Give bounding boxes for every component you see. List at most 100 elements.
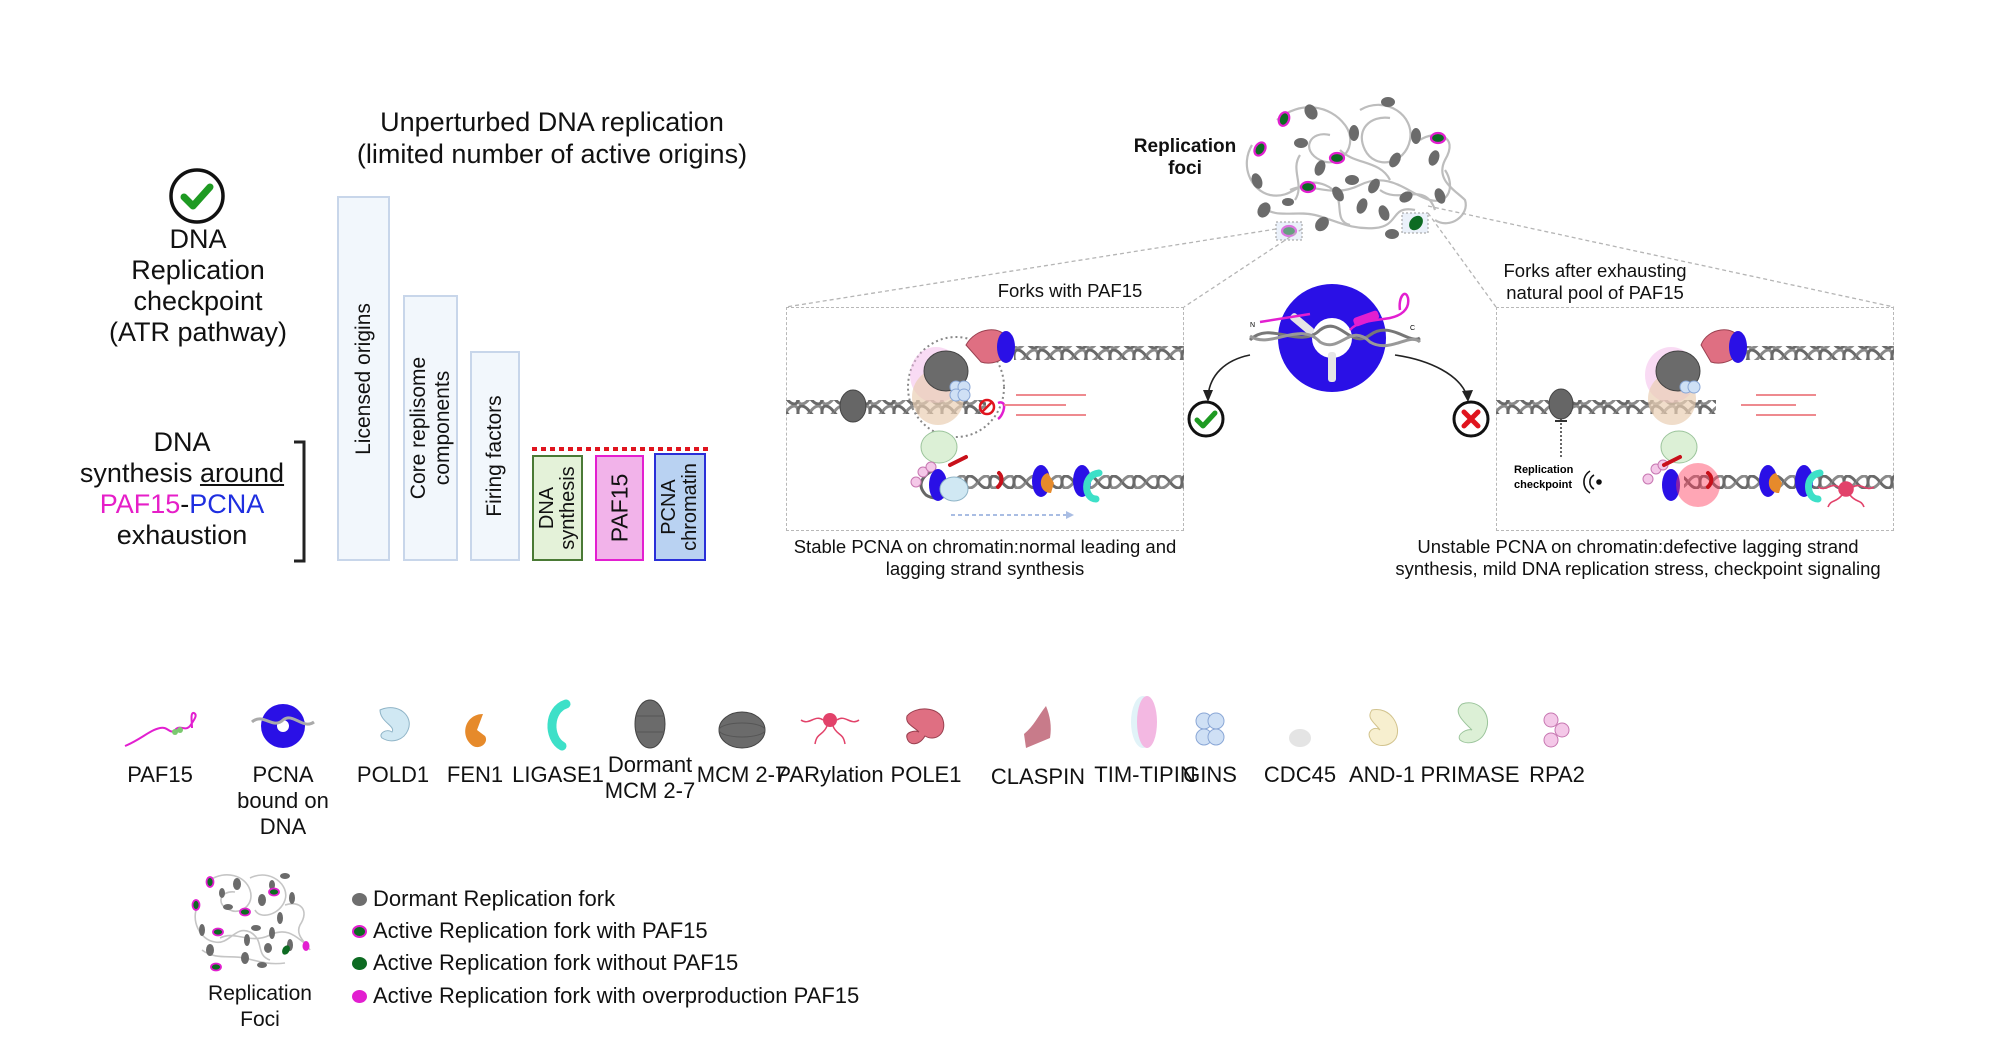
paf15-icon (100, 700, 220, 750)
legend-item-fen1: FEN1 (415, 700, 535, 788)
legend-item-cdc45: CDC45 (1240, 700, 1360, 788)
bar-label-line: DNA (535, 486, 558, 530)
pcna-icon (223, 700, 343, 750)
bar-label-line: PCNA (658, 479, 680, 535)
fork-legend-text: Active Replication fork with overproduct… (373, 983, 860, 1008)
pole1-icon (866, 700, 986, 750)
right-panel-title: Forks after exhausting natural pool of P… (1475, 260, 1715, 304)
checkpoint-line: Replication (131, 255, 265, 285)
legend-item-label: POLD1 (356, 762, 430, 787)
synthesis-text: synthesis (79, 458, 200, 488)
bar-paf15: PAF15 (595, 455, 644, 561)
caption-line: lagging strand synthesis (885, 558, 1085, 579)
foci-label-line: foci (1168, 158, 1202, 179)
title-line: Forks after exhausting (1503, 260, 1687, 281)
synthesis-line: DNA (153, 427, 211, 457)
primase (920, 430, 958, 464)
fen1-icon (415, 700, 535, 750)
legend-item-label: RPA2 (1529, 762, 1585, 787)
x-circle-icon (1452, 400, 1490, 438)
checkpoint-line: (ATR pathway) (108, 317, 288, 347)
pcna-leading (997, 331, 1015, 363)
bar-label: Licensed origins (351, 302, 375, 455)
check-circle-icon (1187, 400, 1225, 438)
synthesis-exhaustion-label: DNA synthesis around PAF15-PCNA exhausti… (62, 427, 302, 551)
synthesis-line: synthesis around (62, 458, 302, 489)
legend-item-label: LIGASE1 (512, 762, 604, 787)
foci-legend-label-line: Foci (240, 1008, 280, 1031)
legend-item-pold1: POLD1 (333, 700, 453, 788)
bar-label: Core replisome components (406, 356, 454, 500)
title-line-2: (limited number of active origins) (356, 139, 748, 169)
rpa2-icon (1497, 700, 1617, 750)
and1-icon (1322, 700, 1442, 750)
fork-legend-item: Active Replication fork with PAF15 (352, 918, 708, 944)
legend-item-gins: GINS (1150, 700, 1270, 788)
right-panel-caption: Unstable PCNA on chromatin:defective lag… (1370, 536, 1906, 580)
legend-item-tim-tipin: TIM-TIPIN (1085, 696, 1205, 788)
right-panel-frame (1496, 307, 1894, 531)
legend-item-mcm-2-7: MCM 2-7 (682, 700, 802, 788)
fork-dot-icon (352, 892, 367, 906)
bar-firing-factors: Firing factors (470, 351, 520, 561)
cdc45-icon (1240, 700, 1360, 750)
foci-legend-illustration (191, 873, 311, 972)
foci-legend-label-line: Replication (208, 982, 312, 1005)
legend-item-primase: PRIMASE (1410, 700, 1530, 788)
dormant-mcm-icon (590, 699, 710, 750)
legend-item-pole1: POLE1 (866, 700, 986, 788)
left-panel-title: Forks with PAF15 (997, 280, 1143, 301)
claspin-icon (978, 700, 1098, 750)
pold1-icon (333, 700, 453, 750)
outcome-arrows (1203, 354, 1473, 402)
foci-legend-label: Replication Foci (180, 981, 340, 1033)
pcna-paf15-complex: N C (1248, 284, 1422, 392)
fork-dot-icon (352, 956, 367, 970)
replisome-outline (907, 336, 1005, 438)
limit-dotted-line (532, 447, 710, 451)
legend-item-label: AND-1 (1348, 762, 1415, 787)
legend-item-label: PAF15 (127, 762, 193, 787)
legend-item-label: PRIMASE (1420, 762, 1520, 787)
legend-item-label: PARylation (776, 762, 884, 787)
parylation (1817, 481, 1875, 508)
legend-item-pcna-bound-on-dna: PCNA bound on DNA (223, 700, 343, 840)
mcm-icon (682, 700, 802, 750)
foci-label-line: Replication (1133, 136, 1237, 157)
legend-item-label: PCNA bound on DNA (237, 762, 329, 839)
separator: - (180, 489, 190, 519)
ligase1-icon (498, 699, 618, 751)
title-line: natural pool of PAF15 (1506, 282, 1684, 303)
fork-with-paf15-illustration (786, 329, 1184, 519)
legend-item-label: POLE1 (890, 762, 962, 787)
checkpoint-label: checkpoint (1514, 479, 1572, 491)
legend-item-and-1: AND-1 (1322, 700, 1442, 788)
bar-label-line: chromatin (679, 463, 701, 551)
bar-label: Firing factors (483, 395, 506, 517)
fen1 (1040, 473, 1054, 493)
legend-item-parylation: PARylation (770, 700, 890, 788)
legend-item-label: GINS (1183, 762, 1237, 787)
legend-item-ligase1: LIGASE1 (498, 699, 618, 788)
caption-line: synthesis, mild DNA replication stress, … (1395, 558, 1881, 579)
bar-core-replisome: Core replisome components (403, 295, 458, 561)
fork-legend-item: Active Replication fork without PAF15 (352, 950, 738, 976)
legend-item-label: FEN1 (446, 762, 504, 787)
legend-item-label: TIM-TIPIN (1094, 762, 1196, 787)
dna-damage-highlight (1676, 463, 1720, 507)
pcna-word: PCNA (189, 489, 265, 519)
checkpoint-label: DNA Replication checkpoint (ATR pathway) (78, 224, 318, 348)
checkpoint-line: checkpoint (133, 286, 263, 316)
legend-item-claspin: CLASPIN (978, 700, 1098, 790)
primase-icon (1410, 700, 1530, 750)
parylation-icon (770, 700, 890, 750)
fork-legend-text: Dormant Replication fork (373, 886, 616, 911)
left-panel-frame (786, 307, 1184, 531)
dormant-mcm (1548, 388, 1574, 420)
bracket (294, 440, 306, 563)
signal-icon (1583, 470, 1602, 494)
caption-line: Unstable PCNA on chromatin:defective lag… (1417, 536, 1859, 557)
